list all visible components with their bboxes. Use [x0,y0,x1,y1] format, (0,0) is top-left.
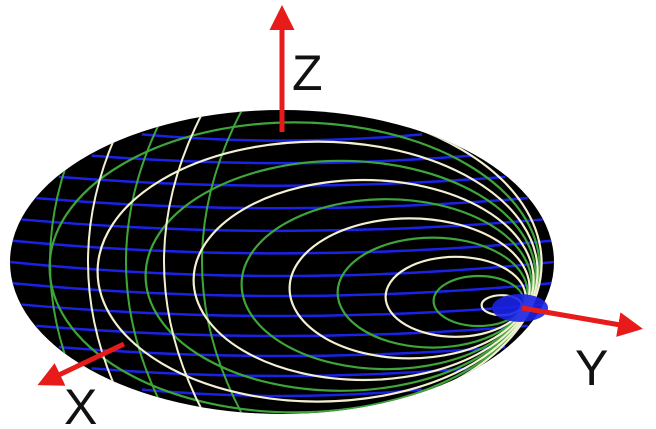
latitude-line [91,154,473,165]
latitude-line [21,303,543,318]
latitude-grid [10,133,554,398]
latitude-line [141,388,423,398]
x-axis-label: X [64,379,97,429]
meridian-grid [48,110,541,414]
highlight-line [10,110,543,414]
z-axis: Z [269,5,323,132]
latitude-line [141,133,423,142]
meridian-line [144,159,537,392]
latitude-line [91,367,473,378]
x-axis-arrow [37,341,126,386]
highlight-grid [10,110,543,414]
meridian-line [240,198,533,371]
z-axis-label: Z [292,45,323,101]
meridian-arc [125,110,167,414]
y-pole-spot [492,294,548,322]
meridian-arc [87,110,129,414]
x-axis: X [37,341,126,429]
latitude-line [36,196,528,210]
latitude-line [58,345,506,358]
meridian-line [336,236,529,349]
y-axis-label: Y [575,340,608,396]
highlight-line [96,140,539,403]
latitude-line [58,175,506,187]
latitude-line [21,218,543,233]
highlight-line [288,217,531,360]
latitude-line [12,282,552,298]
latitude-line [10,260,554,278]
y-axis: Y [521,305,643,396]
y-axis-arrow [521,305,643,337]
meridian-arc [201,110,243,414]
meridian-arc [163,110,205,414]
highlight-line [192,178,535,382]
latitude-line [36,324,528,338]
